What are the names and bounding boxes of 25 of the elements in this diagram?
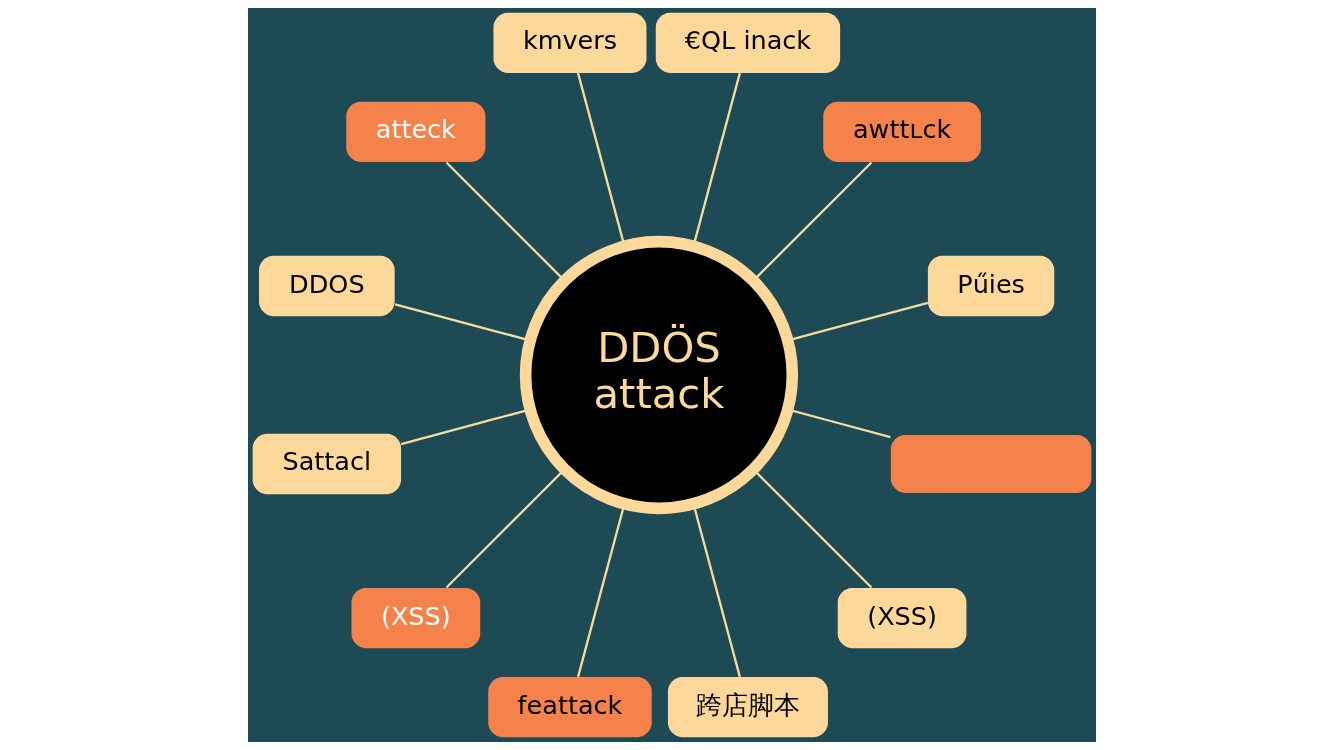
connector bbox=[788, 301, 929, 342]
node-box: atteck bbox=[346, 101, 486, 162]
connector bbox=[692, 72, 741, 246]
connector bbox=[576, 504, 626, 678]
node-box: 跨店脚本 bbox=[667, 677, 828, 738]
node-box: €QL inack bbox=[655, 12, 841, 73]
node-box: feattack bbox=[488, 677, 652, 738]
node-box: awttʟck bbox=[823, 101, 981, 162]
node-box: (XSS) bbox=[351, 588, 481, 649]
node-box: kmvers bbox=[493, 12, 647, 73]
connector bbox=[394, 303, 530, 342]
node-box: Sattacl bbox=[252, 433, 402, 495]
connector bbox=[692, 504, 741, 678]
connector bbox=[445, 468, 566, 589]
node-circle: DDÖS attack bbox=[519, 235, 799, 515]
connector bbox=[788, 408, 891, 439]
node-box: (XSS) bbox=[837, 588, 967, 649]
node-box: DDOS bbox=[259, 255, 395, 317]
connector bbox=[445, 161, 566, 282]
connector bbox=[400, 408, 530, 446]
node-box: Pűies bbox=[927, 255, 1055, 317]
connector bbox=[752, 161, 873, 282]
node-box bbox=[890, 435, 1092, 493]
connector bbox=[752, 468, 873, 589]
connector bbox=[576, 72, 626, 246]
